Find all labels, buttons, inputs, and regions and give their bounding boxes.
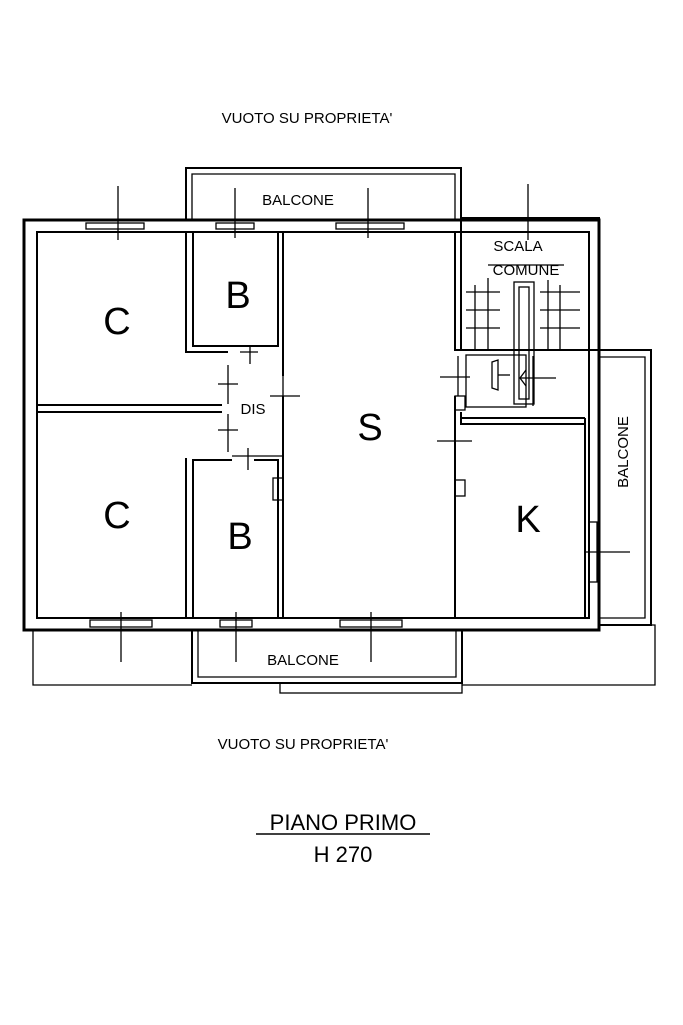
- balcony-bottom-label: BALCONE: [267, 652, 339, 669]
- common-stair: [460, 184, 600, 408]
- room-b-bottom-label: B: [227, 516, 252, 558]
- door-marks: [218, 346, 472, 470]
- room-s-label: S: [357, 407, 382, 449]
- interior-walls: [37, 232, 598, 618]
- room-b-top-label: B: [225, 275, 250, 317]
- windows-top: [85, 186, 405, 240]
- bottom-ledge: [32, 624, 656, 686]
- stair-label-line2: COMUNE: [493, 262, 560, 279]
- balcony-right: [585, 349, 652, 626]
- balcony-right-label: BALCONE: [615, 416, 632, 488]
- room-c-bottom-label: C: [103, 495, 130, 537]
- balcony-top-label: BALCONE: [262, 192, 334, 209]
- windows-bottom: [89, 619, 403, 628]
- outer-walls: [22, 218, 601, 632]
- room-k-label: K: [515, 499, 540, 541]
- void-label-top: VUOTO SU PROPRIETA': [222, 110, 393, 127]
- floor-height: H 270: [314, 842, 373, 867]
- room-dis-label: DIS: [240, 401, 265, 418]
- balcony-top: [185, 167, 462, 238]
- void-label-bottom: VUOTO SU PROPRIETA': [218, 736, 389, 753]
- floor-title: PIANO PRIMO: [270, 810, 417, 835]
- room-c-top-label: C: [103, 301, 130, 343]
- stair-label-line1: SCALA: [493, 238, 542, 255]
